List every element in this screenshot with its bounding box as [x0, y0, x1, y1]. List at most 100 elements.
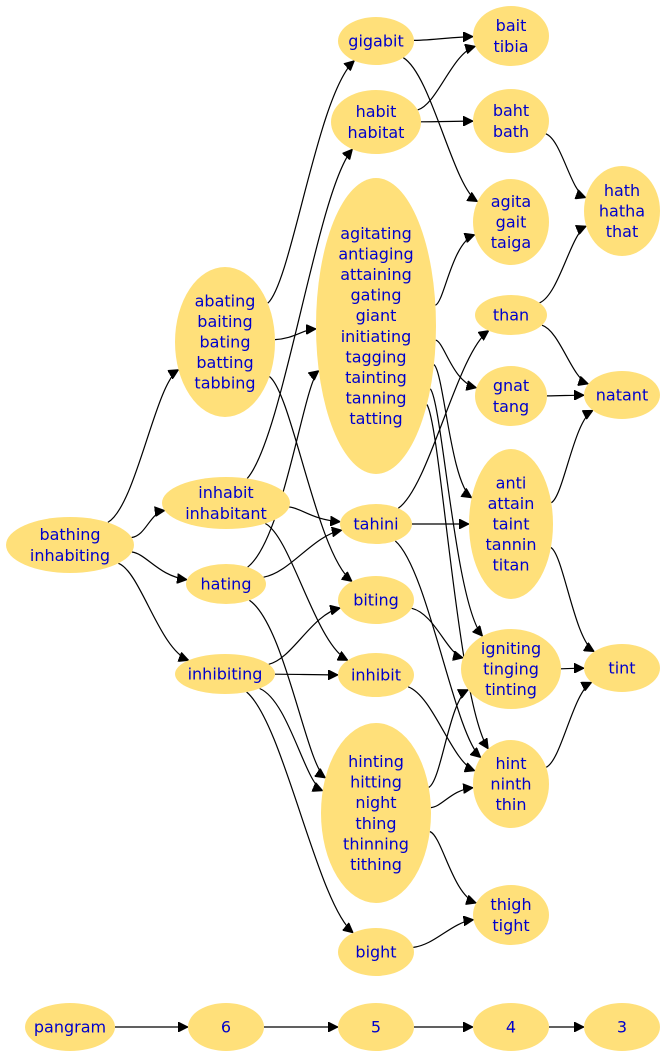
node-six: 6	[188, 1003, 264, 1051]
node-label: tint	[608, 659, 635, 678]
edge-than-to-natant	[541, 324, 588, 384]
node-label: tagging	[345, 347, 406, 366]
node-ellipse	[338, 576, 414, 624]
node-ellipse	[473, 885, 549, 945]
node-label: pangram	[34, 1018, 106, 1037]
node-label: bight	[355, 943, 396, 962]
edge-gigabit-to-bait	[413, 37, 473, 41]
node-label: titan	[493, 556, 530, 575]
edges-layer	[107, 37, 594, 1027]
node-label: bating	[200, 333, 251, 352]
node-label: attain	[488, 494, 535, 513]
node-ellipse	[25, 1003, 115, 1051]
edge-hint-to-tint	[545, 682, 591, 768]
node-label: batting	[196, 353, 253, 372]
node-label: attaining	[340, 265, 411, 284]
node-label: agitating	[340, 224, 412, 243]
node-label: baht	[493, 101, 529, 120]
node-ellipse	[6, 517, 134, 573]
edge-baht-to-hath	[545, 133, 586, 198]
node-label: thinning	[343, 834, 409, 853]
edge-inhibiting-to-hinting	[259, 687, 323, 791]
node-label: inhibit	[351, 666, 401, 685]
node-label: giant	[356, 306, 397, 325]
node-label: natant	[596, 386, 648, 405]
node-inhibiting: inhibiting	[175, 654, 275, 694]
node-ellipse	[338, 928, 414, 976]
node-ellipse	[475, 295, 547, 335]
node-bight: bight	[338, 928, 414, 976]
node-label: hating	[201, 575, 252, 594]
node-label: taiga	[491, 233, 531, 252]
edge-agitating-to-agita	[435, 235, 474, 306]
edge-tahini-to-hint	[394, 540, 480, 758]
node-label: tight	[492, 916, 529, 935]
edge-hinting-to-hint	[430, 788, 473, 809]
node-label: tannin	[486, 535, 537, 554]
node-label: tatting	[349, 409, 402, 428]
node-label: baiting	[197, 312, 252, 331]
node-label: tahini	[353, 515, 398, 534]
node-hating: hating	[186, 564, 266, 604]
node-label: gigabit	[348, 32, 403, 51]
node-five: 5	[338, 1003, 414, 1051]
node-label: inhabit	[198, 483, 253, 502]
edge-anti-to-tint	[550, 546, 594, 652]
node-four: 4	[473, 1003, 549, 1051]
node-label: tabbing	[194, 374, 255, 393]
node-ellipse	[338, 653, 414, 697]
node-label: biting	[353, 591, 399, 610]
node-ellipse	[338, 1003, 414, 1051]
edge-hating-to-tahini	[263, 530, 342, 578]
node-label: abating	[195, 291, 256, 310]
edge-inhibiting-to-inhibit	[274, 674, 338, 675]
node-ellipse	[340, 504, 412, 544]
node-label: hitting	[350, 773, 402, 792]
node-ellipse	[338, 17, 414, 65]
node-ellipse	[162, 477, 290, 529]
node-label: tanning	[345, 389, 406, 408]
edge-inhabit-to-inhibit	[265, 522, 348, 661]
edge-bathing-to-hating	[131, 551, 187, 580]
node-three: 3	[584, 1003, 660, 1051]
edge-inhibiting-to-bight	[246, 691, 354, 933]
node-ellipse	[584, 1003, 660, 1051]
node-label: inhabiting	[30, 546, 110, 565]
node-label: antiaging	[338, 244, 413, 263]
edge-tahini-to-than	[397, 331, 488, 509]
node-label: anti	[496, 473, 527, 492]
node-label: hint	[496, 754, 527, 773]
node-label: tang	[493, 397, 529, 416]
edge-hinting-to-igniting	[428, 690, 469, 788]
edge-bathing-to-inhibiting	[118, 562, 188, 660]
node-tint: tint	[584, 644, 660, 692]
node-ellipse	[175, 267, 275, 417]
node-ellipse	[469, 449, 553, 599]
node-label: habitat	[348, 123, 405, 142]
edge-gigabit-to-agita	[402, 57, 477, 202]
edge-agitating-to-hint	[426, 404, 488, 749]
node-ellipse	[461, 629, 561, 709]
node-label: tithing	[350, 855, 402, 874]
node-label: night	[355, 793, 396, 812]
edge-inhibit-to-hint	[407, 686, 475, 771]
edge-biting-to-igniting	[411, 607, 463, 658]
edge-abating-to-biting	[269, 376, 352, 582]
node-label: inhabitant	[185, 504, 267, 523]
node-label: tibia	[493, 37, 528, 56]
node-ellipse	[316, 178, 436, 474]
node-label: gait	[496, 213, 527, 232]
node-ellipse	[584, 644, 660, 692]
node-inhibit: inhibit	[338, 653, 414, 697]
node-tahini: tahini	[340, 504, 412, 544]
node-label: thing	[355, 814, 396, 833]
node-inhabit: inhabit inhabitant	[162, 477, 290, 529]
